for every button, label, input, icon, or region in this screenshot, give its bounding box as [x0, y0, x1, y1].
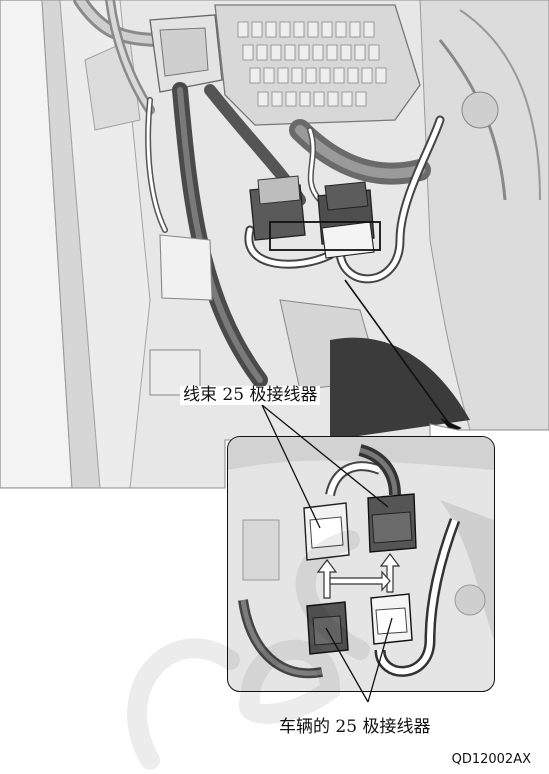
figure-id: QD12002AX [451, 752, 531, 767]
inset-vehicle-connector-left [306, 601, 349, 655]
callout-leaders [261, 404, 393, 703]
lower-components [149, 234, 470, 440]
fuse-box [214, 4, 421, 126]
connector-right-main [317, 181, 375, 259]
harness-bundle-top [73, 0, 167, 115]
inset-harness-connector-right [367, 493, 417, 553]
main-illustration-border [0, 0, 549, 489]
highlight-frame [269, 221, 381, 251]
vehicle-connector-label: 车辆的 25 极接线器 [279, 717, 431, 737]
harness-connector-label: 线束 25 极接线器 [180, 386, 321, 405]
main-illustration [0, 0, 549, 488]
watermark [127, 530, 370, 770]
connector-left-main [249, 175, 306, 241]
leader-line [344, 279, 451, 426]
mating-arrows [316, 553, 401, 599]
white-cable-loops [145, 97, 445, 284]
connector-block-top [149, 14, 223, 93]
body-panel [0, 0, 151, 488]
inset-detail [227, 436, 495, 692]
leader-arrow [440, 418, 462, 432]
